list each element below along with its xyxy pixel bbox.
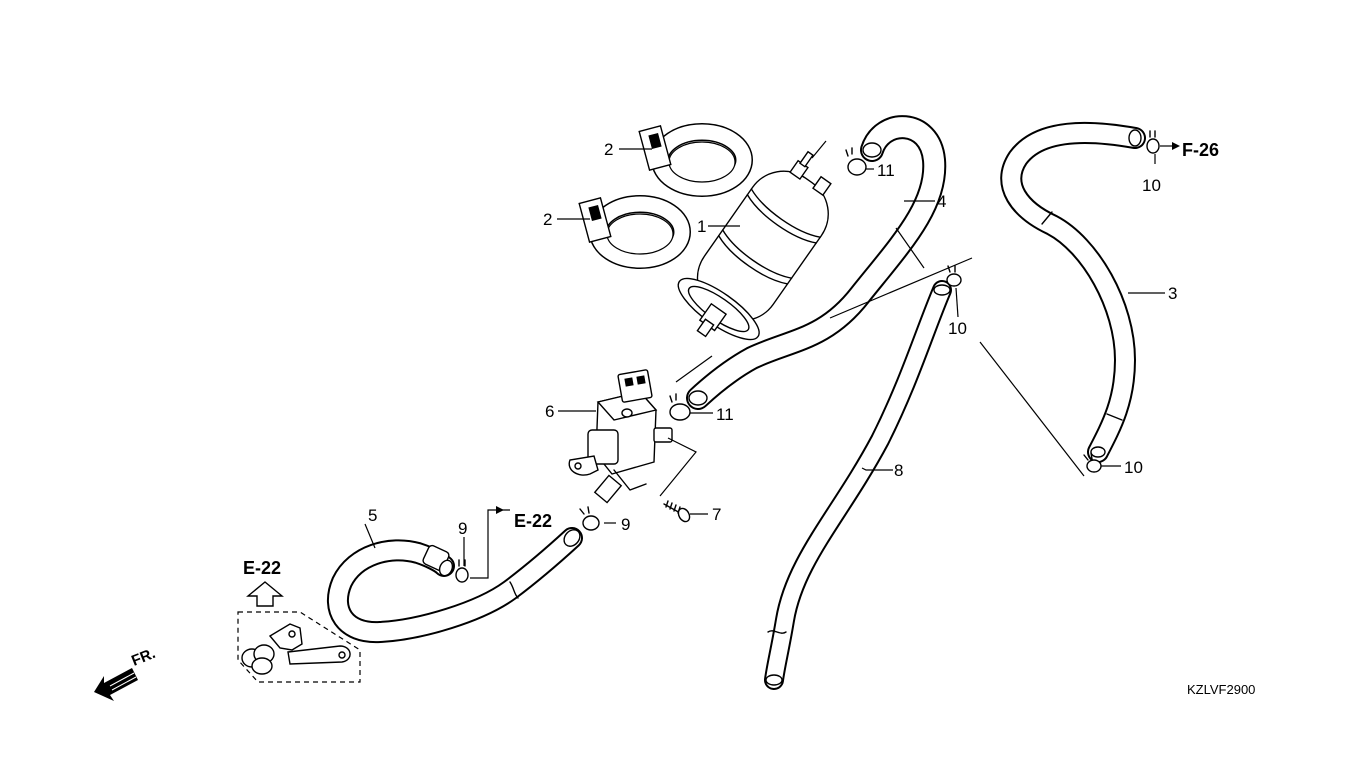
label-part-10-low: 10 [1124,458,1143,477]
part-number-labels: 2 2 1 4 3 5 6 7 8 9 9 10 10 10 11 11 [368,140,1177,538]
clip-9-right [579,506,600,531]
clip-10-mid [946,265,962,287]
label-part-4: 4 [937,192,946,211]
front-direction-label: FR. [129,645,158,670]
hose-8 [764,280,952,690]
label-part-2-lower: 2 [543,210,552,229]
hose-4 [686,115,947,410]
hose-3 [1000,121,1146,463]
label-part-3: 3 [1168,284,1177,303]
label-part-9-left: 9 [458,519,467,538]
ref-e22-right: E-22 [514,511,552,531]
reference-labels: F-26 E-22 E-22 FR. KZLVF2900 [129,140,1255,697]
diagram-code: KZLVF2900 [1187,682,1255,697]
label-part-8: 8 [894,461,903,480]
leader-lines [364,140,1180,579]
ref-f26: F-26 [1182,140,1219,160]
label-part-9-right: 9 [621,515,630,534]
bolt [663,500,691,523]
ref-e22-up: E-22 [243,558,281,578]
canister [677,150,832,341]
clip-11-lower [669,393,691,421]
label-part-2-upper: 2 [604,140,613,159]
solenoid-valve [568,369,673,504]
front-direction-arrow-icon [94,668,138,701]
band-lower [578,195,691,269]
label-part-11-lower: 11 [716,405,734,424]
hose-5 [326,527,583,644]
label-part-10-top: 10 [1142,176,1161,195]
label-part-6: 6 [545,402,554,421]
label-part-5: 5 [368,506,377,525]
bracket-inset [237,611,361,683]
up-arrow-icon [246,581,284,607]
label-part-1: 1 [697,217,706,236]
label-part-10-mid: 10 [948,319,967,338]
label-part-11-upper: 11 [877,161,895,180]
clip-10-top [1146,130,1160,154]
clip-11-upper [845,147,867,176]
band-upper [638,123,753,197]
clip-9-left [455,559,469,583]
label-part-7: 7 [712,505,721,524]
